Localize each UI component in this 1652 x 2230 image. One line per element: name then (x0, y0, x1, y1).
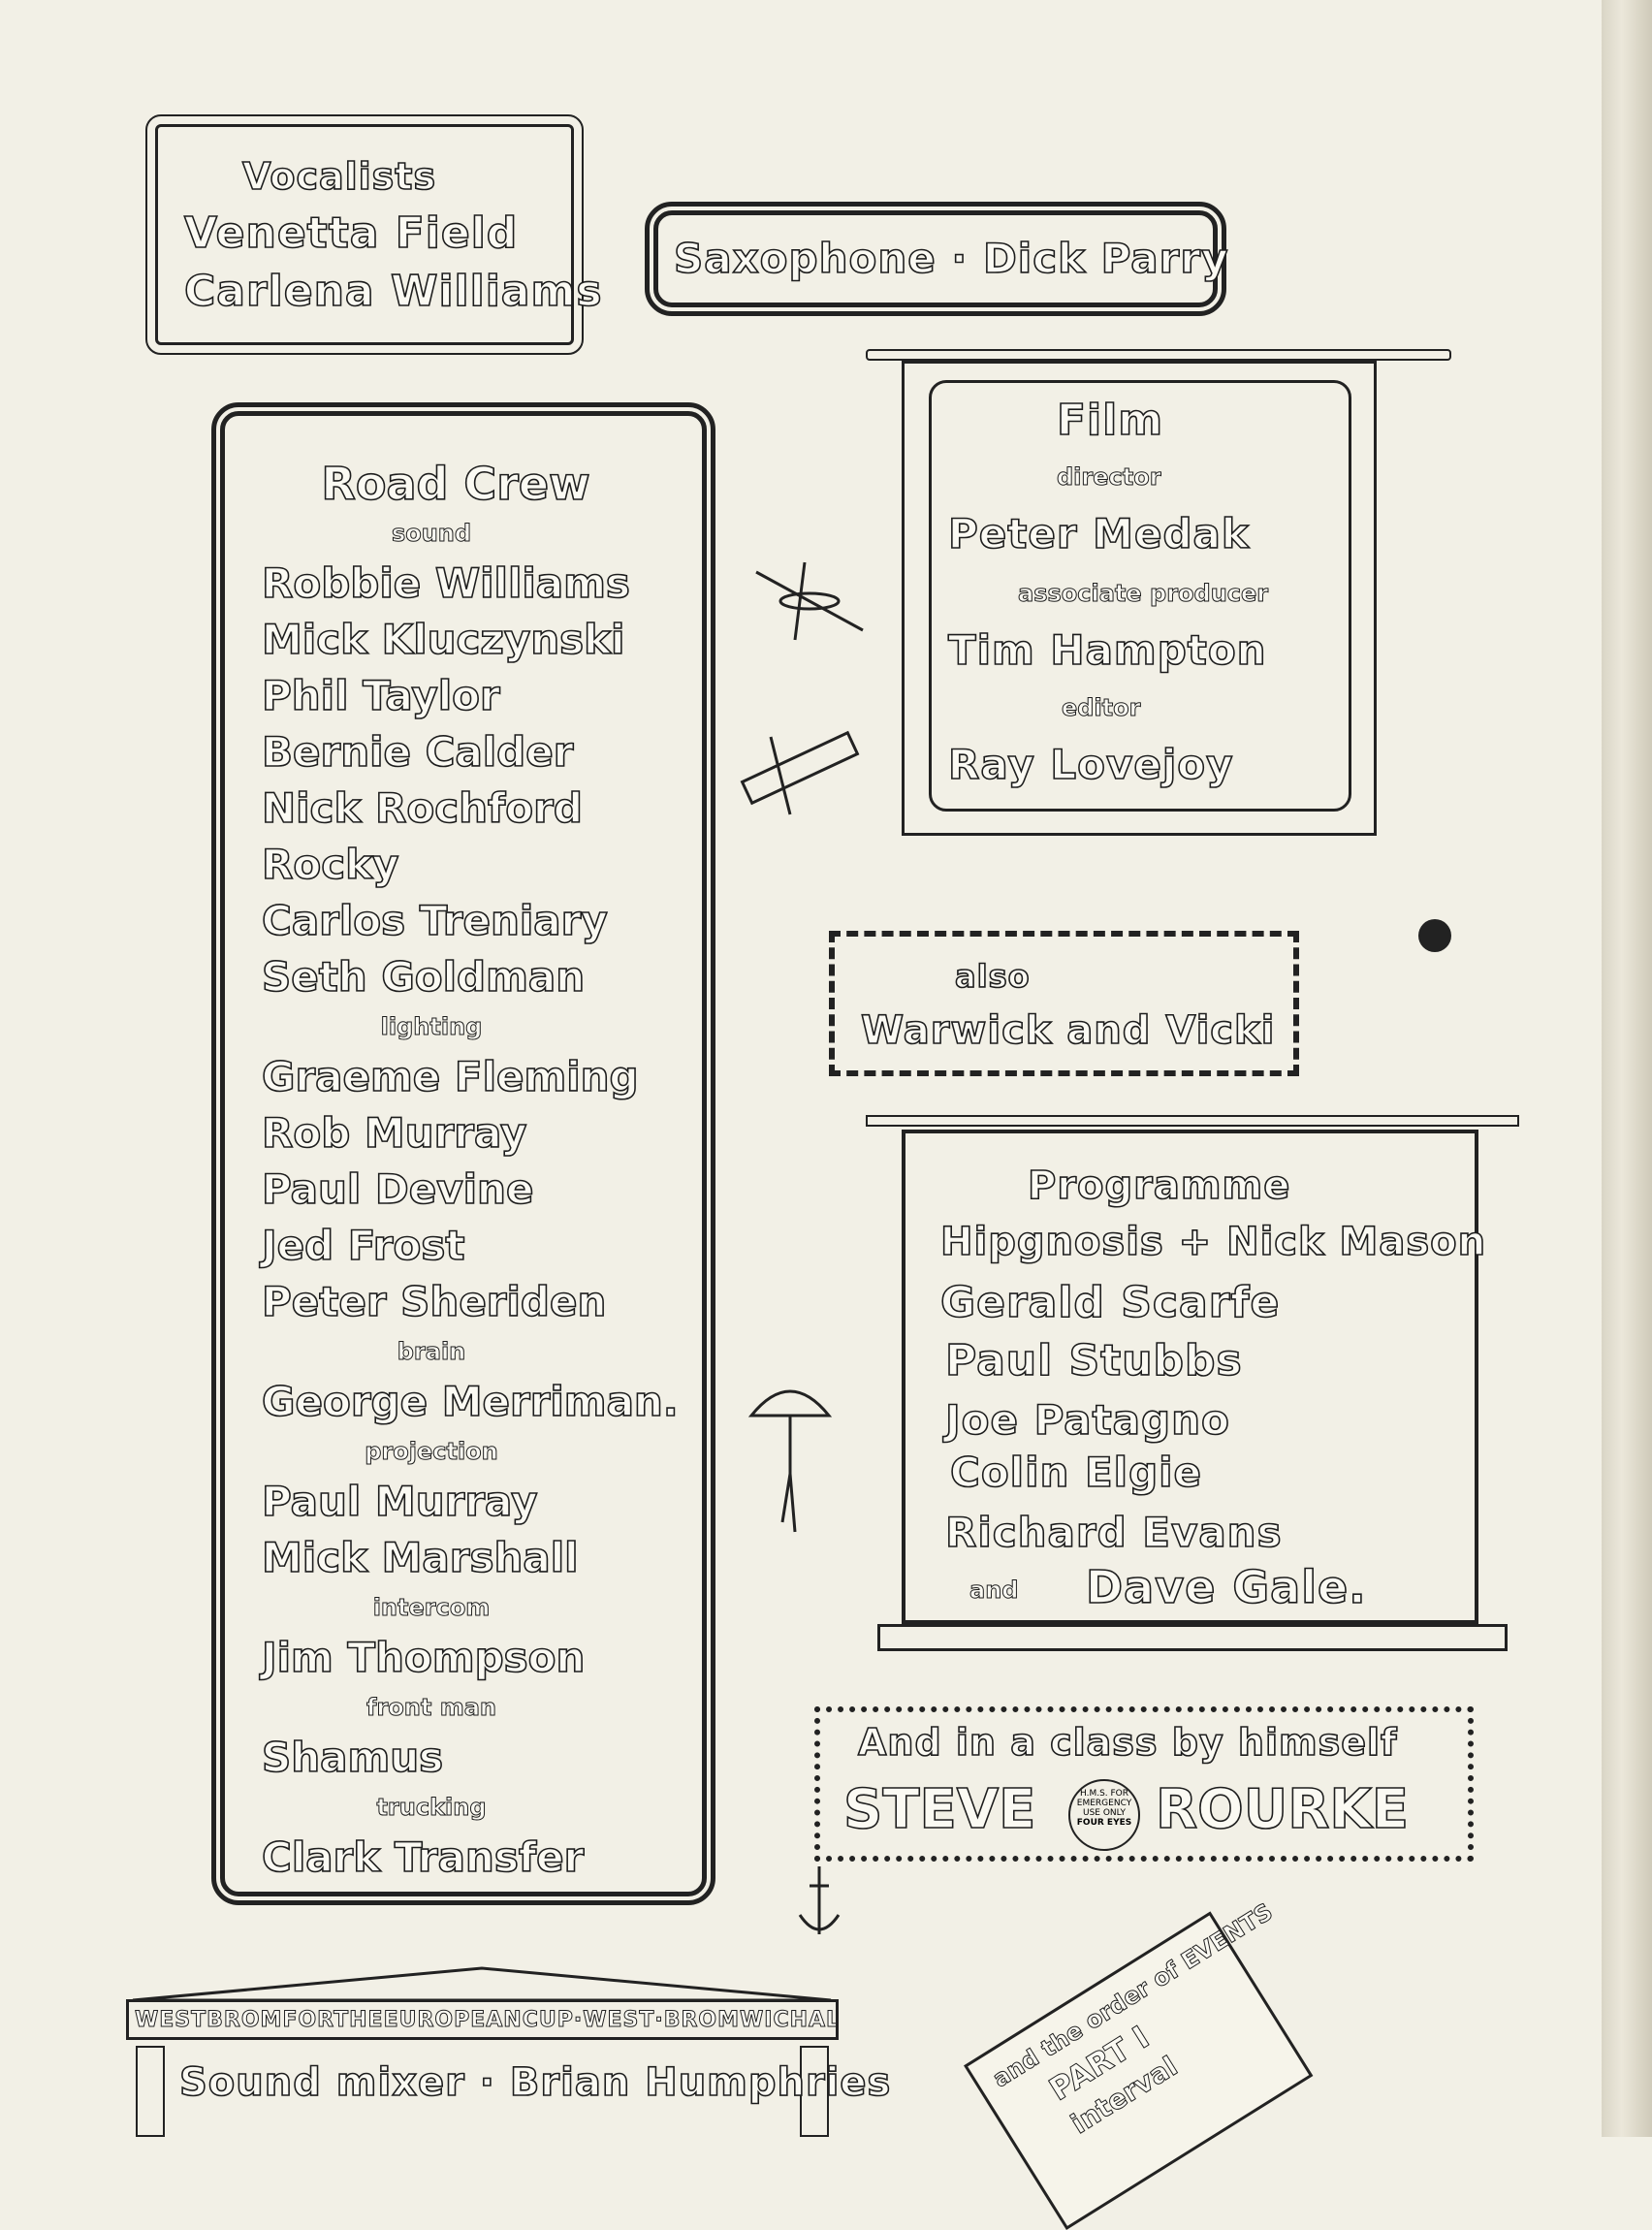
crew-role-label: intercom (372, 1594, 491, 1622)
programme-name: Joe Patagno (944, 1395, 1230, 1445)
crew-member-name: Robbie Williams (261, 558, 630, 608)
crew-member-name: Rob Murray (261, 1108, 527, 1158)
stage-floor (877, 1624, 1508, 1651)
crew-member-name: Clark Transfer (261, 1832, 585, 1882)
film-screen (902, 361, 1377, 836)
film-name: Peter Medak (947, 509, 1250, 558)
crew-member-name: Jim Thompson (261, 1633, 586, 1682)
road-crew-pipe-frame (211, 402, 715, 1905)
film-role: editor (1061, 694, 1141, 722)
temple-column-left (136, 2046, 165, 2137)
crew-member-name: George Merriman. (261, 1377, 679, 1426)
rourke-intro: And in a class by himself (857, 1720, 1398, 1765)
road-crew-title: Road Crew (321, 457, 591, 511)
crew-role-label: lighting (380, 1013, 483, 1041)
temple-column-right (800, 2046, 829, 2137)
biplane-icon (740, 730, 860, 815)
crew-member-name: Mick Marshall (261, 1533, 579, 1582)
temple-frieze: WESTBROMFORTHEEUROPEANCUP·WEST·BROMWICHA… (126, 1999, 839, 2040)
badge-inner-text: FOUR EYES (1076, 1818, 1132, 1828)
sound-mixer-credit: Sound mixer · Brian Humphries (178, 2059, 892, 2106)
crew-member-name: Carlos Treniary (261, 896, 608, 945)
umbrella-man-icon (747, 1389, 833, 1533)
programme-name: Gerald Scarfe (939, 1277, 1281, 1328)
crew-member-name: Bernie Calder (261, 727, 574, 777)
crew-member-name: Paul Murray (261, 1477, 538, 1526)
also-label: also (954, 957, 1031, 996)
rourke-last-name: ROURKE (1155, 1777, 1410, 1842)
crew-member-name: Graeme Fleming (261, 1052, 639, 1101)
crew-member-name: Peter Sheriden (261, 1277, 607, 1326)
crew-member-name: Mick Kluczynski (261, 615, 625, 664)
vocalist-name: Venetta Field (183, 207, 519, 259)
also-names: Warwick and Vicki (860, 1007, 1276, 1054)
screen-rail (866, 349, 1451, 361)
crew-member-name: Phil Taylor (261, 671, 500, 720)
film-name: Ray Lovejoy (947, 740, 1234, 789)
crew-member-name: Jed Frost (261, 1221, 465, 1270)
film-role: director (1057, 463, 1162, 492)
film-screen-inner (929, 380, 1351, 812)
programme-name: Dave Gale. (1085, 1560, 1367, 1614)
biplane-icon (755, 561, 864, 641)
vocalists-title: Vocalists (241, 154, 437, 199)
crew-member-name: Nick Rochford (261, 783, 584, 833)
programme-stage (902, 1130, 1478, 1624)
programme-name: Richard Evans (944, 1508, 1283, 1557)
stage-rail (866, 1115, 1519, 1127)
vocalists-box (145, 114, 584, 355)
programme-title: Programme (1027, 1163, 1291, 1209)
crew-role-label: projection (365, 1438, 499, 1466)
saxophone-pipe-frame (645, 202, 1226, 316)
saxophone-credit: Saxophone · Dick Parry (673, 234, 1229, 283)
ball-icon (1418, 919, 1451, 952)
hms-four-eyes-badge: H.M.S. FOR EMERGENCY USE ONLY FOUR EYES (1068, 1779, 1140, 1851)
programme-name: Paul Stubbs (944, 1335, 1243, 1386)
badge-outer-text: H.M.S. FOR EMERGENCY USE ONLY (1076, 1789, 1132, 1818)
crew-role-label: trucking (376, 1794, 487, 1822)
crew-role-label: sound (391, 520, 472, 548)
crew-member-name: Seth Goldman (261, 952, 586, 1002)
film-role: associate producer (1017, 580, 1269, 608)
programme-name: Hipgnosis + Nick Mason (939, 1219, 1487, 1265)
vocalist-name: Carlena Williams (183, 266, 603, 317)
anchor-icon (798, 1866, 841, 1934)
page-fold (1602, 0, 1652, 2137)
also-box (829, 931, 1299, 1076)
film-title: Film (1056, 395, 1164, 446)
crew-member-name: Shamus (261, 1733, 444, 1782)
film-name: Tim Hampton (947, 625, 1267, 675)
programme-name: Colin Elgie (949, 1448, 1203, 1497)
programme-and: and (969, 1577, 1019, 1605)
rourke-rope-frame (814, 1706, 1474, 1862)
order-of-events-card: and the order of EVENTS PART I interval (964, 1897, 1314, 2230)
crew-role-label: brain (397, 1338, 466, 1366)
frieze-text: WESTBROMFORTHEEUROPEANCUP·WEST·BROMWICHA… (135, 2008, 839, 2033)
crew-member-name: Paul Devine (261, 1164, 534, 1214)
temple-pediment (132, 1966, 832, 2002)
rourke-first-name: STEVE (842, 1777, 1036, 1842)
crew-member-name: Rocky (261, 840, 399, 889)
crew-role-label: front man (366, 1694, 497, 1722)
